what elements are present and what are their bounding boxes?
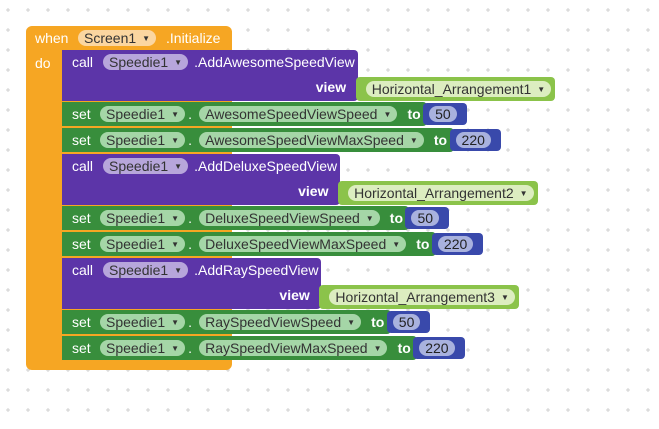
call-component-dropdown[interactable]: Speedie1 ▼ bbox=[103, 262, 189, 278]
property-dropdown[interactable]: RaySpeedViewMaxSpeed ▼ bbox=[199, 340, 388, 356]
set-component-dropdown-value: Speedie1 bbox=[106, 106, 166, 122]
to-label: to bbox=[433, 132, 448, 148]
dropdown-arrow-icon: ▼ bbox=[519, 189, 528, 198]
to-label: to bbox=[371, 314, 385, 330]
view-arg-label: view bbox=[298, 183, 329, 199]
call-keyword: call bbox=[72, 158, 94, 174]
set-component-dropdown[interactable]: Speedie1 ▼ bbox=[100, 132, 186, 148]
to-label: to bbox=[397, 340, 411, 356]
screen-component-value: Screen1 bbox=[84, 30, 137, 46]
set-keyword: set bbox=[72, 106, 91, 122]
dropdown-arrow-icon: ▼ bbox=[171, 240, 180, 249]
set-component-dropdown[interactable]: Speedie1 ▼ bbox=[100, 340, 186, 356]
dropdown-arrow-icon: ▼ bbox=[142, 34, 151, 43]
arrangement-dropdown-value: Horizontal_Arrangement1 bbox=[371, 81, 532, 97]
dropdown-arrow-icon: ▼ bbox=[500, 293, 509, 302]
number-value-field-value: 220 bbox=[443, 236, 468, 252]
dropdown-arrow-icon: ▼ bbox=[174, 58, 183, 67]
set-keyword: set bbox=[72, 132, 91, 148]
set-component-dropdown[interactable]: Speedie1 ▼ bbox=[100, 106, 186, 122]
call-keyword: call bbox=[72, 54, 94, 70]
set-component-dropdown-value: Speedie1 bbox=[106, 314, 166, 330]
number-value-field[interactable]: 220 bbox=[455, 132, 491, 148]
arrangement-dropdown[interactable]: Horizontal_Arrangement3 ▼ bbox=[329, 289, 515, 305]
set-keyword: set bbox=[72, 236, 91, 252]
dropdown-arrow-icon: ▼ bbox=[537, 85, 546, 94]
set-keyword: set bbox=[72, 314, 91, 330]
event-name-label: .Initialize bbox=[166, 30, 221, 46]
to-label: to bbox=[407, 106, 421, 122]
property-dropdown-value: RaySpeedViewSpeed bbox=[205, 314, 342, 330]
number-value-field-value: 220 bbox=[425, 340, 449, 356]
dropdown-arrow-icon: ▼ bbox=[347, 318, 356, 327]
property-dropdown[interactable]: DeluxeSpeedViewMaxSpeed ▼ bbox=[199, 236, 407, 252]
call-component-dropdown-value: Speedie1 bbox=[109, 262, 169, 278]
property-dropdown-value: AwesomeSpeedViewSpeed bbox=[205, 106, 378, 122]
view-arg-label: view bbox=[279, 287, 310, 303]
number-value-field[interactable]: 220 bbox=[437, 236, 474, 252]
dropdown-arrow-icon: ▼ bbox=[174, 162, 183, 171]
dot-label: . bbox=[188, 236, 193, 252]
arrangement-dropdown[interactable]: Horizontal_Arrangement2 ▼ bbox=[348, 185, 534, 201]
call-keyword: call bbox=[72, 262, 94, 278]
set-component-dropdown[interactable]: Speedie1 ▼ bbox=[100, 236, 186, 252]
when-label: when bbox=[35, 30, 69, 46]
property-dropdown-value: AwesomeSpeedViewMaxSpeed bbox=[205, 132, 404, 148]
dropdown-arrow-icon: ▼ bbox=[409, 136, 418, 145]
dropdown-arrow-icon: ▼ bbox=[171, 344, 180, 353]
dropdown-arrow-icon: ▼ bbox=[171, 136, 180, 145]
method-name-label: .AddRaySpeedView bbox=[194, 262, 319, 278]
call-component-dropdown-value: Speedie1 bbox=[109, 54, 169, 70]
set-component-dropdown[interactable]: Speedie1 ▼ bbox=[100, 210, 186, 226]
dot-label: . bbox=[188, 132, 193, 148]
set-component-dropdown[interactable]: Speedie1 ▼ bbox=[100, 314, 186, 330]
number-value-field-value: 50 bbox=[435, 106, 451, 122]
number-value-field[interactable]: 50 bbox=[392, 314, 421, 330]
property-dropdown[interactable]: DeluxeSpeedViewSpeed ▼ bbox=[199, 210, 380, 226]
screen-component-dropdown[interactable]: Screen1 ▼ bbox=[78, 30, 157, 46]
property-dropdown-value: RaySpeedViewMaxSpeed bbox=[205, 340, 368, 356]
dropdown-arrow-icon: ▼ bbox=[171, 110, 180, 119]
method-name-label: .AddAwesomeSpeedView bbox=[194, 54, 355, 70]
dropdown-arrow-icon: ▼ bbox=[171, 318, 180, 327]
view-arg-label: view bbox=[315, 79, 347, 95]
number-value-field[interactable]: 220 bbox=[419, 340, 455, 356]
call-component-dropdown-value: Speedie1 bbox=[109, 158, 169, 174]
number-value-field-value: 220 bbox=[461, 132, 485, 148]
property-dropdown[interactable]: RaySpeedViewSpeed ▼ bbox=[199, 314, 362, 330]
do-label: do bbox=[35, 55, 51, 71]
dot-label: . bbox=[188, 314, 193, 330]
arrangement-dropdown-value: Horizontal_Arrangement3 bbox=[335, 289, 495, 305]
set-component-dropdown-value: Speedie1 bbox=[106, 340, 166, 356]
dropdown-arrow-icon: ▼ bbox=[365, 214, 374, 223]
dropdown-arrow-icon: ▼ bbox=[373, 344, 382, 353]
dropdown-arrow-icon: ▼ bbox=[174, 266, 183, 275]
number-value-field[interactable]: 50 bbox=[429, 106, 457, 122]
method-name-label: .AddDeluxeSpeedView bbox=[194, 158, 338, 174]
dot-label: . bbox=[188, 340, 193, 356]
call-component-dropdown[interactable]: Speedie1 ▼ bbox=[103, 54, 189, 70]
set-keyword: set bbox=[72, 340, 91, 356]
arrangement-dropdown[interactable]: Horizontal_Arrangement1 ▼ bbox=[365, 81, 552, 97]
number-value-field[interactable]: 50 bbox=[411, 210, 440, 226]
dropdown-arrow-icon: ▼ bbox=[171, 214, 180, 223]
to-label: to bbox=[416, 236, 430, 252]
property-dropdown[interactable]: AwesomeSpeedViewMaxSpeed ▼ bbox=[199, 132, 424, 148]
to-label: to bbox=[389, 210, 404, 226]
number-value-field-value: 50 bbox=[417, 210, 434, 226]
set-component-dropdown-value: Speedie1 bbox=[106, 210, 166, 226]
number-value-field-value: 50 bbox=[398, 314, 415, 330]
dropdown-arrow-icon: ▼ bbox=[392, 240, 401, 249]
dot-label: . bbox=[188, 106, 193, 122]
dot-label: . bbox=[188, 210, 193, 226]
property-dropdown-value: DeluxeSpeedViewMaxSpeed bbox=[205, 236, 387, 252]
property-dropdown[interactable]: AwesomeSpeedViewSpeed ▼ bbox=[199, 106, 398, 122]
arrangement-dropdown-value: Horizontal_Arrangement2 bbox=[354, 185, 514, 201]
dropdown-arrow-icon: ▼ bbox=[383, 110, 392, 119]
set-keyword: set bbox=[72, 210, 91, 226]
set-component-dropdown-value: Speedie1 bbox=[106, 132, 166, 148]
set-component-dropdown-value: Speedie1 bbox=[106, 236, 166, 252]
call-component-dropdown[interactable]: Speedie1 ▼ bbox=[103, 158, 189, 174]
property-dropdown-value: DeluxeSpeedViewSpeed bbox=[205, 210, 360, 226]
